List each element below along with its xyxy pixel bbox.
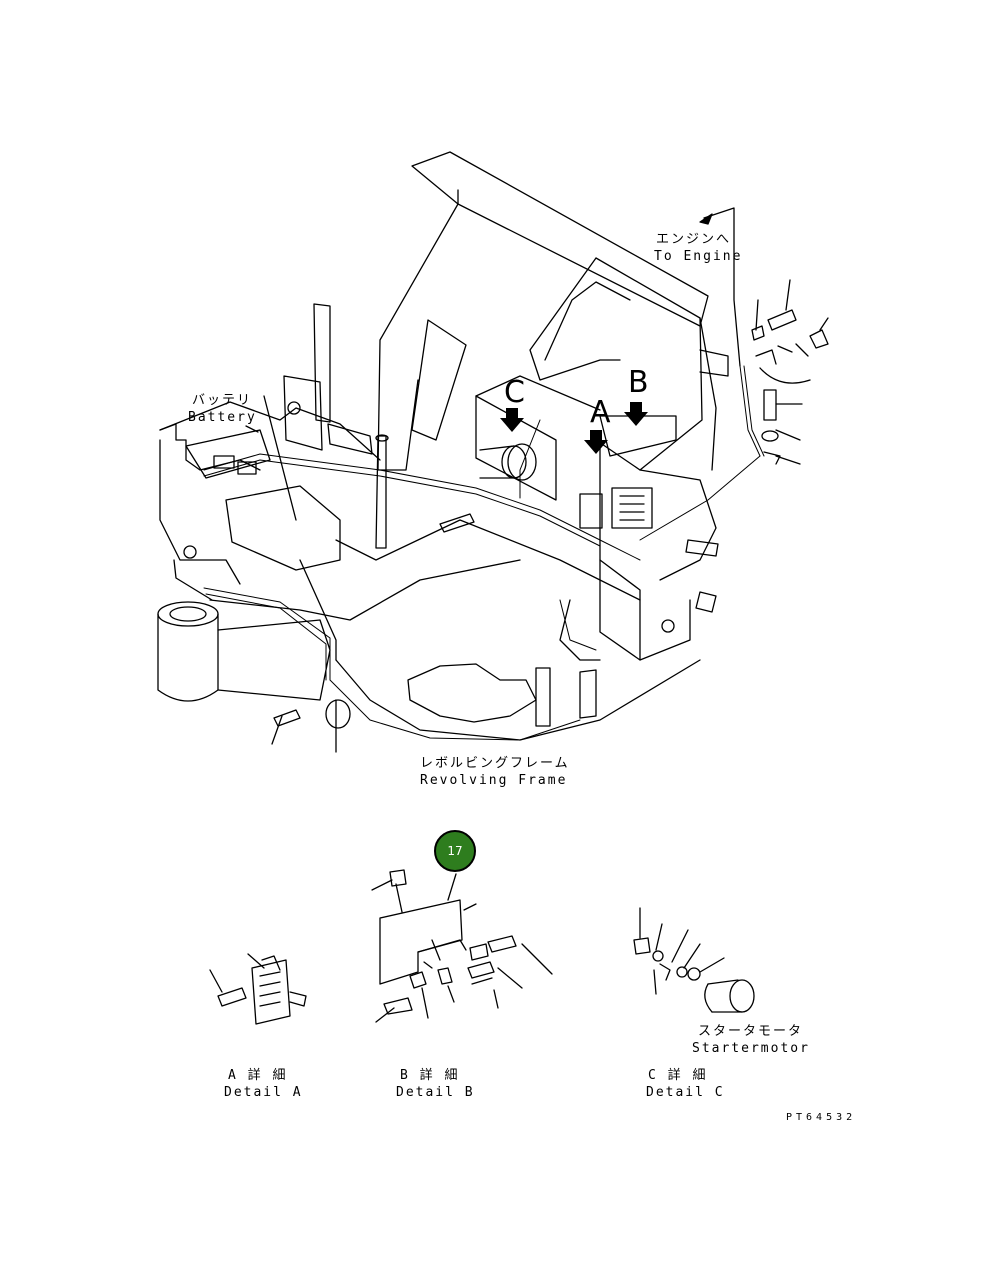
to-engine-label-jp: エンジンへ <box>656 232 732 247</box>
part-callout-17[interactable]: 17 <box>434 830 476 872</box>
starter-motor-label-jp: スタータモータ <box>698 1024 804 1039</box>
detail-b-drawing <box>371 869 553 1023</box>
view-marker-a: A <box>590 395 611 430</box>
view-arrows <box>500 402 648 454</box>
engine-hood-outline <box>377 151 729 471</box>
starter-motor-label-en: Startermotor <box>692 1041 810 1056</box>
battery-assembly <box>159 423 271 479</box>
wiring-harness <box>203 365 765 741</box>
starter-motor-main <box>479 443 537 481</box>
relay-block <box>579 415 677 529</box>
main-view-fasteners <box>183 401 719 729</box>
view-marker-c: C <box>504 375 525 410</box>
revolving-frame-outline <box>159 303 717 741</box>
detail-a-title-en: Detail A <box>224 1085 303 1100</box>
detail-a-title-jp: A 詳 細 <box>228 1068 288 1083</box>
detail-b-title-en: Detail B <box>396 1085 475 1100</box>
view-marker-b: B <box>628 365 649 400</box>
frame-floor-opening <box>407 663 537 723</box>
revolving-frame-label-en: Revolving Frame <box>420 773 568 788</box>
drawing-code: PT64532 <box>786 1112 857 1123</box>
battery-label-en: Battery <box>188 410 257 425</box>
upper-right-fasteners <box>751 279 829 465</box>
boom-pivot <box>157 601 331 702</box>
battery-label-jp: バッテリ <box>192 393 253 408</box>
detail-c-title-jp: C 詳 細 <box>648 1068 708 1083</box>
part-callout-number: 17 <box>447 844 463 858</box>
to-engine-label-en: To Engine <box>654 249 743 264</box>
detail-a-drawing <box>209 953 307 1025</box>
detail-b-title-jp: B 詳 細 <box>400 1068 460 1083</box>
to-engine-leader <box>703 207 741 367</box>
detail-c-drawing <box>633 907 755 1013</box>
revolving-frame-label-jp: レボルビングフレーム <box>420 756 570 771</box>
detail-c-title-en: Detail C <box>646 1085 725 1100</box>
